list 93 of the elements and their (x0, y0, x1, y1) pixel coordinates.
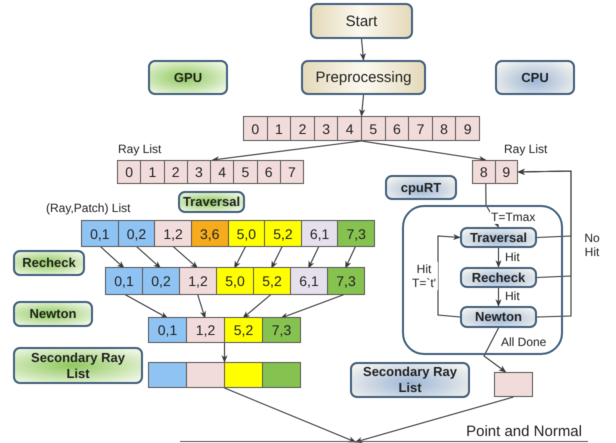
list-cell: 5 (233, 161, 256, 183)
arrow (234, 246, 246, 269)
list-caption: Ray List (504, 142, 548, 156)
list-cell: 8 (473, 161, 494, 183)
arrow (212, 140, 362, 162)
arrow (124, 294, 168, 318)
list-cell (224, 363, 262, 387)
list-cell (262, 363, 300, 387)
list-cell: 6,1 (290, 268, 327, 294)
arrow (242, 294, 272, 318)
arrow (99, 246, 125, 269)
arrow (280, 293, 346, 319)
list-cell: 0,1 (149, 318, 186, 342)
arrow (354, 396, 514, 443)
list-cell: 2 (164, 161, 187, 183)
list-cell: 5,0 (228, 221, 264, 246)
stage-box: Newton (460, 306, 537, 328)
arrow (495, 248, 502, 268)
list-cell: 7 (280, 161, 303, 183)
list-cell: 5 (361, 117, 385, 140)
edge-label: T=Tmax (490, 210, 536, 224)
stage-box: Traversal (460, 227, 537, 248)
list-cell: 4 (337, 117, 361, 140)
list-cell: 5,0 (216, 268, 253, 294)
list-cell: 0,2 (142, 268, 179, 294)
list-cell: 7 (408, 117, 432, 140)
list-cell: 7,3 (262, 318, 300, 342)
stage-box: CPU (495, 60, 575, 95)
edge-label: Hit T=`t' (410, 262, 438, 290)
stage-box: Recheck (13, 250, 85, 276)
list-cell: 3 (186, 161, 210, 183)
stage-box: Secondary Ray List (350, 362, 470, 398)
list-caption: (Ray,Patch) List (46, 201, 130, 215)
stage-box: Secondary Ray List (13, 347, 143, 384)
list-cell: 6,1 (300, 221, 338, 246)
list-cell: 1 (266, 117, 290, 140)
list-cell: 3,6 (190, 221, 228, 246)
list-cell: 0 (244, 117, 267, 140)
list-cell: 1,2 (154, 221, 191, 246)
list-cell: 6 (384, 117, 408, 140)
stage-box: Recheck (460, 267, 537, 288)
arrow (224, 388, 356, 442)
edge-label: Hit (504, 250, 521, 264)
list-cell: 4 (210, 161, 234, 183)
array-bar (148, 317, 301, 343)
list-cell: 0,1 (82, 221, 118, 246)
list-cell: 2 (290, 117, 314, 140)
list-cell: 1,2 (179, 268, 216, 294)
list-cell: 9 (455, 117, 479, 140)
list-cell: 0 (118, 161, 140, 183)
stage-box: GPU (148, 60, 228, 95)
process-box: Start (310, 3, 413, 39)
list-cell: 5,2 (224, 318, 262, 342)
arrow (361, 140, 487, 162)
list-cell (149, 363, 186, 387)
list-cell: 7,3 (327, 268, 364, 294)
stage-box: Traversal (178, 191, 245, 213)
list-cell: 0,1 (106, 268, 142, 294)
list-cell: 8 (432, 117, 456, 140)
arrow (437, 234, 461, 318)
arrow (172, 246, 198, 268)
list-cell: 1 (140, 161, 164, 183)
list-cell: 1,2 (186, 318, 224, 342)
list-cell: 9 (494, 161, 517, 183)
arrow (517, 168, 572, 318)
output-line: Point and Normal (180, 418, 588, 442)
arrow (196, 294, 206, 319)
stage-box: Newton (13, 301, 93, 327)
arrow (495, 288, 502, 307)
list-cell: 5,2 (264, 221, 301, 246)
list-cell: 5,2 (253, 268, 290, 294)
stage-box: cpuRT (385, 175, 457, 200)
array-bar (148, 362, 301, 388)
arrow (308, 246, 320, 269)
array-bar (105, 267, 365, 295)
arrow (221, 343, 228, 363)
arrow (271, 246, 283, 269)
list-cell: 0,2 (118, 221, 154, 246)
list-cell (494, 372, 533, 397)
array-bar (243, 116, 480, 141)
arrow (345, 246, 356, 269)
process-box: Preprocessing (301, 60, 426, 95)
list-cell (186, 363, 224, 387)
arrow (136, 246, 162, 269)
edge-label: All Done (500, 335, 548, 349)
list-caption: Ray List (118, 142, 162, 156)
arrow (483, 328, 506, 372)
list-cell: 7,3 (337, 221, 374, 246)
arrow (359, 94, 366, 117)
list-cell: 6 (256, 161, 280, 183)
arrow (360, 38, 366, 61)
edge-label: Hit (504, 289, 521, 303)
list-cell: 3 (314, 117, 338, 140)
